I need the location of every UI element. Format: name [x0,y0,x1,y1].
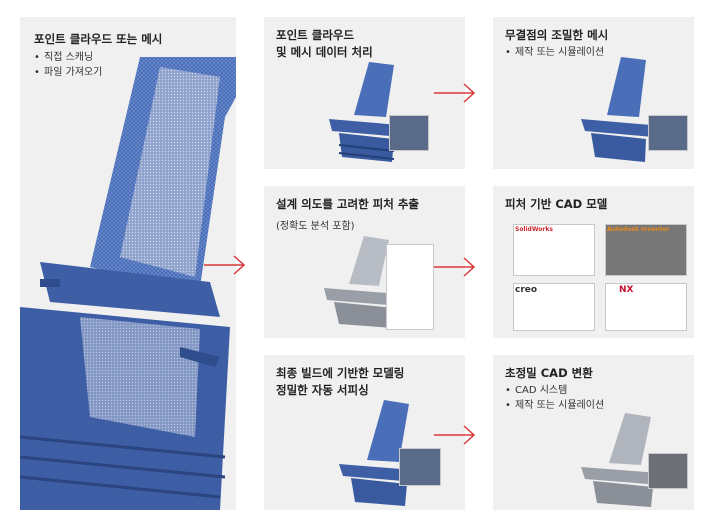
flow-arrow [434,425,476,445]
panel-cad-conversion: 초정밀 CAD 변환 CAD 시스템 제작 또는 시뮬레이션 [493,355,694,510]
panel-data-processing: 포인트 클라우드 및 메시 데이터 처리 [264,17,465,169]
bullet-item: 파일 가져오기 [34,65,102,80]
panel-feature-cad: 피처 기반 CAD 모델 SolidWorks Autodesk Invento… [493,186,694,338]
flow-arrow [434,83,476,103]
panel-title-line1: 최종 빌드에 기반한 모델링 [276,366,405,380]
bullet-item: 직접 스캐닝 [34,50,102,65]
panel-title: 설계 의도를 고려한 피처 추출 [276,197,419,211]
creo-logo: creo [515,285,538,295]
panel-subtitle: (정확도 분석 포함) [276,221,355,232]
bullet-list: CAD 시스템 제작 또는 시뮬레이션 [505,383,604,413]
nx-logo: NX [619,285,634,295]
blade-mesh-figure [20,57,236,510]
cad-window-nx [605,283,687,331]
panel-feature-extraction: 설계 의도를 고려한 피처 추출 (정확도 분석 포함) [264,186,465,338]
cad-window-solidworks [513,224,595,276]
flow-arrow [204,255,246,275]
cad-window-inventor [605,224,687,276]
mesh-zoom-inset [648,115,688,151]
cad-zoom-inset [648,453,688,489]
bullet-list: 직접 스캐닝 파일 가져오기 [34,50,102,80]
panel-title-line2: 및 메시 데이터 처리 [276,45,373,59]
blade-feature-figure [324,236,401,328]
panel-title: 포인트 클라우드 또는 메시 [34,32,163,46]
bullet-item: CAD 시스템 [505,383,604,398]
panel-watertight-mesh: 무결점의 조밀한 메시 제작 또는 시뮬레이션 [493,17,694,169]
bullet-item: 제작 또는 시뮬레이션 [505,398,604,413]
panel-auto-surfacing: 최종 빌드에 기반한 모델링 정밀한 자동 서피싱 [264,355,465,510]
blade-surface-figure [339,400,415,506]
panel-title-line2: 정밀한 자동 서피싱 [276,383,369,397]
surface-zoom-inset [399,448,441,486]
panel-title-line1: 포인트 클라우드 [276,28,355,42]
bullet-list: 제작 또는 시뮬레이션 [505,45,604,60]
bullet-item: 제작 또는 시뮬레이션 [505,45,604,60]
panel-point-cloud-mesh: 포인트 클라우드 또는 메시 직접 스캐닝 파일 가져오기 [20,17,236,510]
blade-gray-figure [581,413,661,507]
panel-title: 초정밀 CAD 변환 [505,366,593,380]
blade-blue-figure [329,62,402,162]
feature-tree-panel [386,244,434,330]
panel-title: 무결점의 조밀한 메시 [505,28,609,42]
mesh-zoom-inset [389,115,429,151]
cad-window-creo [513,283,595,331]
blade-blue-figure [581,57,653,162]
panel-title: 피처 기반 CAD 모델 [505,197,608,211]
inventor-logo: Autodesk Inventor [607,226,670,233]
solidworks-logo: SolidWorks [515,226,553,233]
flow-arrow [434,257,476,277]
